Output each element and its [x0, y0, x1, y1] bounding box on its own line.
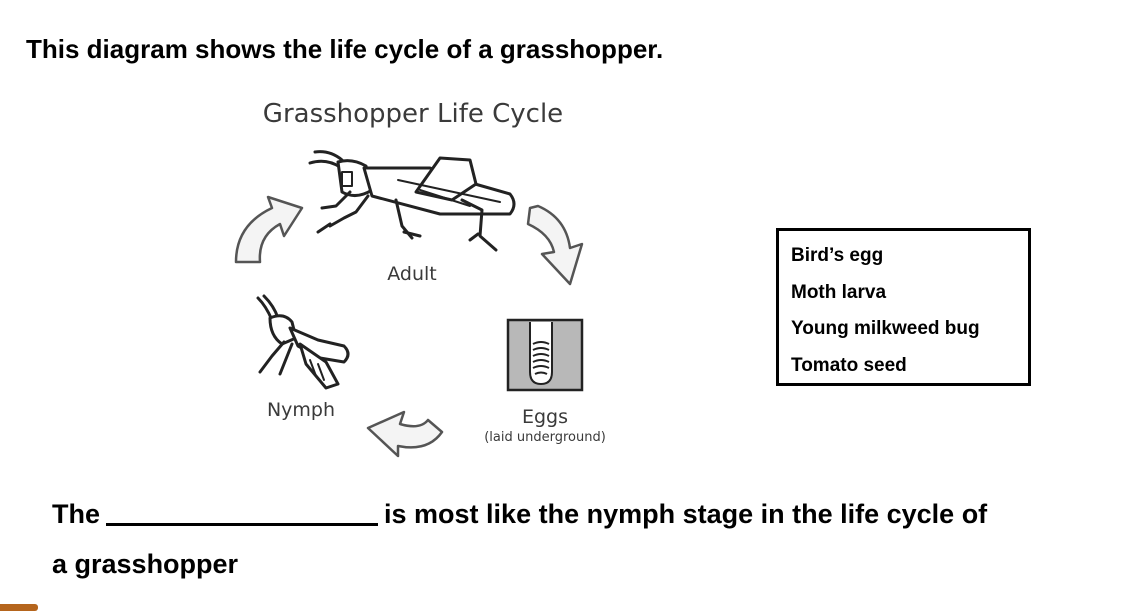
nymph-grasshopper-icon: [256, 294, 350, 390]
sentence-start: The: [52, 499, 101, 529]
sentence-end: a grasshopper: [52, 549, 239, 579]
word-bank-option-birds-egg[interactable]: Bird’s egg: [791, 245, 884, 266]
corner-tab: [0, 604, 38, 611]
cycle-arrow-adult-to-eggs: [526, 204, 584, 286]
stage-label-nymph: Nymph: [267, 399, 335, 421]
stage-label-eggs: Eggs: [522, 406, 568, 428]
question-sentence: The is most like the nymph stage in the l…: [52, 497, 987, 530]
word-bank-option-moth-larva[interactable]: Moth larva: [791, 281, 887, 303]
cycle-arrow-eggs-to-nymph: [366, 410, 444, 458]
word-bank-option-young-milkweed-bug[interactable]: Young milkweed bug: [791, 318, 980, 339]
word-bank-option-tomato-seed[interactable]: Tomato seed: [791, 354, 907, 376]
word-bank-box: Bird’s egg Moth larva Young milkweed bug…: [776, 228, 1031, 386]
question-heading: This diagram shows the life cycle of a g…: [26, 34, 664, 64]
adult-grasshopper-icon: [308, 150, 516, 252]
cycle-arrow-nymph-to-adult: [234, 195, 304, 264]
diagram-title: Grasshopper Life Cycle: [263, 99, 563, 129]
sentence-middle: is most like the nymph stage in the life…: [384, 499, 988, 529]
eggs-icon: [506, 318, 584, 392]
stage-note-eggs: (laid underground): [484, 430, 606, 445]
stage-label-adult: Adult: [387, 263, 437, 285]
answer-blank[interactable]: [106, 497, 379, 526]
